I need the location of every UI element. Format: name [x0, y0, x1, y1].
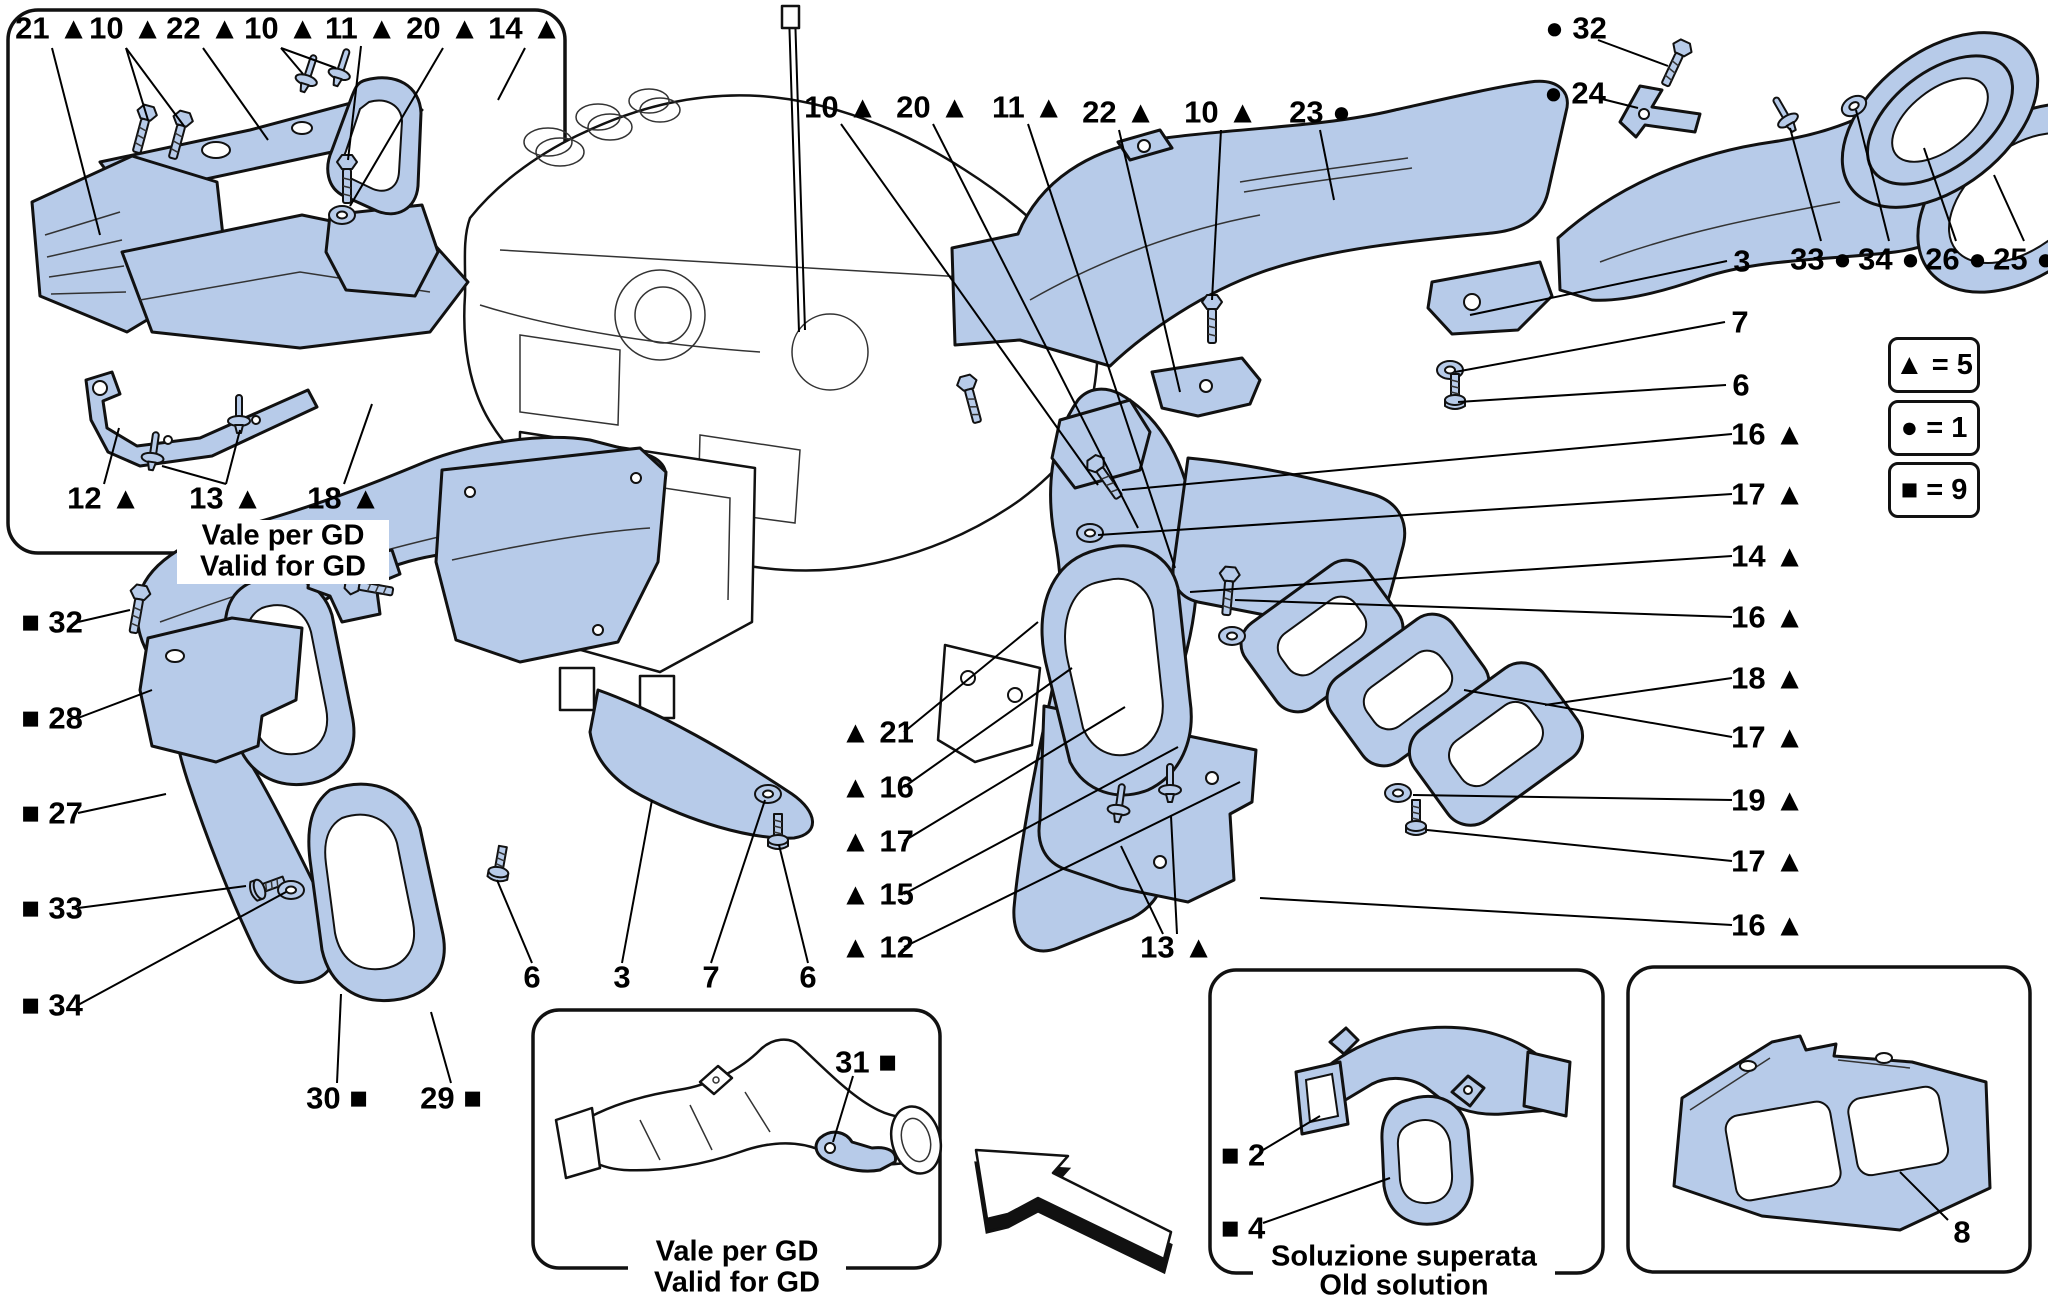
caption-valid-for-gd-top: Valid for GD — [200, 550, 366, 583]
callout-13-top-inset: 13 ▲ — [189, 480, 263, 516]
caption-vale-per-gd-bottom: Vale per GD — [655, 1235, 819, 1268]
callout-18-rightcol: 18 ▲ — [1731, 660, 1805, 696]
callout-6b-bottomrow: 6 — [799, 959, 817, 995]
old-solution-parts-art — [1294, 1025, 1572, 1226]
caption-vale-per-gd-top: Vale per GD — [201, 519, 365, 552]
side-demister-duct — [1556, 31, 2048, 302]
bracket-24 — [1618, 84, 1702, 139]
direction-arrow — [974, 1148, 1173, 1275]
callout-8-part8: 8 — [1953, 1214, 1971, 1250]
bracket-31 — [814, 1130, 898, 1173]
callout-34-leftcol: ■ 34 — [21, 987, 83, 1023]
callout-27-leftcol: ■ 27 — [21, 795, 83, 831]
defroster-duct-assembly-gd — [30, 45, 470, 473]
callout-33-leftcol: ■ 33 — [21, 890, 83, 926]
dashboard-crossbeam-duct — [122, 435, 814, 1003]
duct-cover-panel-3 — [434, 446, 668, 664]
inset-box-part8 — [1626, 965, 2032, 1274]
cable-connector — [780, 4, 801, 30]
callout-16-centercol: ▲ 16 — [840, 769, 914, 805]
vent-ring-stack — [1840, 31, 2040, 209]
caption-valid-for-gd-bottom: Valid for GD — [654, 1266, 820, 1295]
callout-10b-top-inset: 10 ▲ — [244, 10, 318, 46]
legend-circle-qty: ● = 1 — [1888, 400, 1980, 456]
callout-15-centercol: ▲ 15 — [840, 876, 914, 912]
dual-vent-adapter-8 — [1672, 1034, 1992, 1232]
callout-25-right: 25 ● — [1993, 241, 2048, 277]
callout-3-rightcol: 3 — [1733, 243, 1751, 279]
caption-backer — [1253, 1243, 1555, 1295]
callout-19-rightcol: 19 ▲ — [1731, 782, 1805, 818]
callout-34-right: 34 ● — [1858, 241, 1920, 277]
callout-17-centercol: ▲ 17 — [840, 823, 914, 859]
callout-17-rightcol: 17 ▲ — [1731, 476, 1805, 512]
callout-32-leftcol: ■ 32 — [21, 604, 83, 640]
gd-duct-inset-art — [554, 1038, 943, 1180]
callout-7-bottomrow: 7 — [702, 959, 720, 995]
caption-old-solution: Old solution — [1319, 1269, 1489, 1295]
callout-23-center: 23 ● — [1289, 94, 1351, 130]
callout-17b-rightcol: 17 ▲ — [1731, 719, 1805, 755]
caption-backer — [628, 1238, 846, 1295]
callout-10-center: 10 ▲ — [804, 89, 878, 125]
callout-29-bottomleft: 29 ■ — [420, 1080, 482, 1116]
callout-33-right: 33 ● — [1790, 241, 1852, 277]
callout-14-top-inset: 14 ▲ — [488, 10, 562, 46]
callout-10b-center: 10 ▲ — [1184, 94, 1258, 130]
lower-strap-bracket — [84, 370, 319, 468]
callout-30-bottomleft: 30 ■ — [306, 1080, 368, 1116]
callout-16b-rightcol: 16 ▲ — [1731, 599, 1805, 635]
callout-31-inset: 31 ■ — [835, 1044, 897, 1080]
callout-3-bottomrow: 3 — [613, 959, 631, 995]
callout-17c-rightcol: 17 ▲ — [1731, 843, 1805, 879]
callout-6-bottomrow: 6 — [523, 959, 541, 995]
callout-18-top-inset: 18 ▲ — [307, 480, 381, 516]
callout-21-centercol: ▲ 21 — [840, 714, 914, 750]
legend-square-qty: ■ = 9 — [1888, 462, 1980, 518]
callout-16c-rightcol: 16 ▲ — [1731, 907, 1805, 943]
callout-16-rightcol: 16 ▲ — [1731, 416, 1805, 452]
legend-triangle-qty: ▲ = 5 — [1888, 337, 1980, 393]
duct-end-flange — [1426, 260, 1554, 336]
center-vent-duct-23 — [950, 79, 1569, 410]
callout-26-right: 26 ● — [1925, 241, 1987, 277]
callout-20-top-inset: 20 ▲ — [406, 10, 480, 46]
callout-11-top-inset: 11 ▲ — [324, 10, 398, 46]
callout-13-centerbottom: 13 ▲ — [1140, 929, 1214, 965]
callout-6-rightcol: 6 — [1732, 367, 1750, 403]
callout-22-top-inset: 22 ▲ — [166, 10, 240, 46]
callout-4-oldsolution: ■ 4 — [1220, 1210, 1266, 1246]
callout-22-center: 22 ▲ — [1082, 94, 1156, 130]
caption-soluzione-superata: Soluzione superata — [1271, 1240, 1537, 1273]
caption-backer — [177, 520, 389, 584]
callout-10-top-inset: 10 ▲ — [89, 10, 163, 46]
leader-lines — [51, 39, 2025, 1224]
callout-12-top-inset: 12 ▲ — [67, 480, 141, 516]
callout-20-center: 20 ▲ — [896, 89, 970, 125]
callout-24-topright: ● 24 — [1544, 75, 1606, 111]
callout-2-oldsolution: ■ 2 — [1220, 1137, 1266, 1173]
callout-21-top-inset: 21 ▲ — [15, 10, 89, 46]
callout-12-centercol: ▲ 12 — [840, 929, 914, 965]
callout-7-rightcol: 7 — [1731, 304, 1749, 340]
callout-14-rightcol: 14 ▲ — [1731, 538, 1805, 574]
callout-11-center: 11 ▲ — [991, 89, 1065, 125]
callout-28-leftcol: ■ 28 — [21, 700, 83, 736]
callout-32-topright: ● 32 — [1545, 10, 1607, 46]
